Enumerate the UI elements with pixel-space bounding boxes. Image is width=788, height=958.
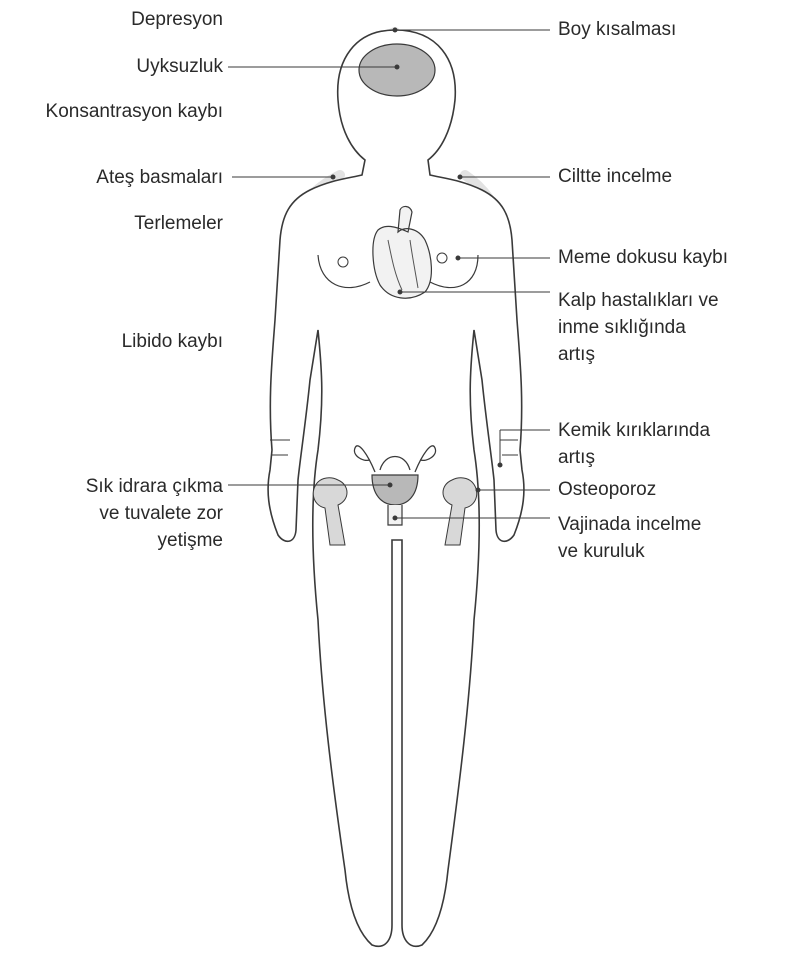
- label-cilt: Ciltte incelme: [558, 163, 672, 190]
- label-vajina: Vajinada incelme ve kuruluk: [558, 511, 701, 565]
- label-uyksuzluk: Uyksuzluk: [136, 53, 223, 80]
- label-idrar: Sık idrara çıkma ve tuvalete zor yetişme: [86, 473, 223, 554]
- label-meme: Meme dokusu kaybı: [558, 244, 728, 271]
- label-kemik: Kemik kırıklarında artış: [558, 417, 710, 471]
- label-osteoporoz: Osteoporoz: [558, 476, 656, 503]
- label-kalp: Kalp hastalıkları ve inme sıklığında art…: [558, 287, 719, 368]
- brain: [359, 44, 435, 96]
- label-boy: Boy kısalması: [558, 16, 676, 43]
- label-konsantrasyon: Konsantrasyon kaybı: [46, 98, 223, 125]
- vagina: [388, 505, 402, 525]
- label-ates: Ateş basmaları: [96, 164, 223, 191]
- label-depresyon: Depresyon: [131, 6, 223, 33]
- label-libido: Libido kaybı: [122, 328, 223, 355]
- label-terlemeler: Terlemeler: [134, 210, 223, 237]
